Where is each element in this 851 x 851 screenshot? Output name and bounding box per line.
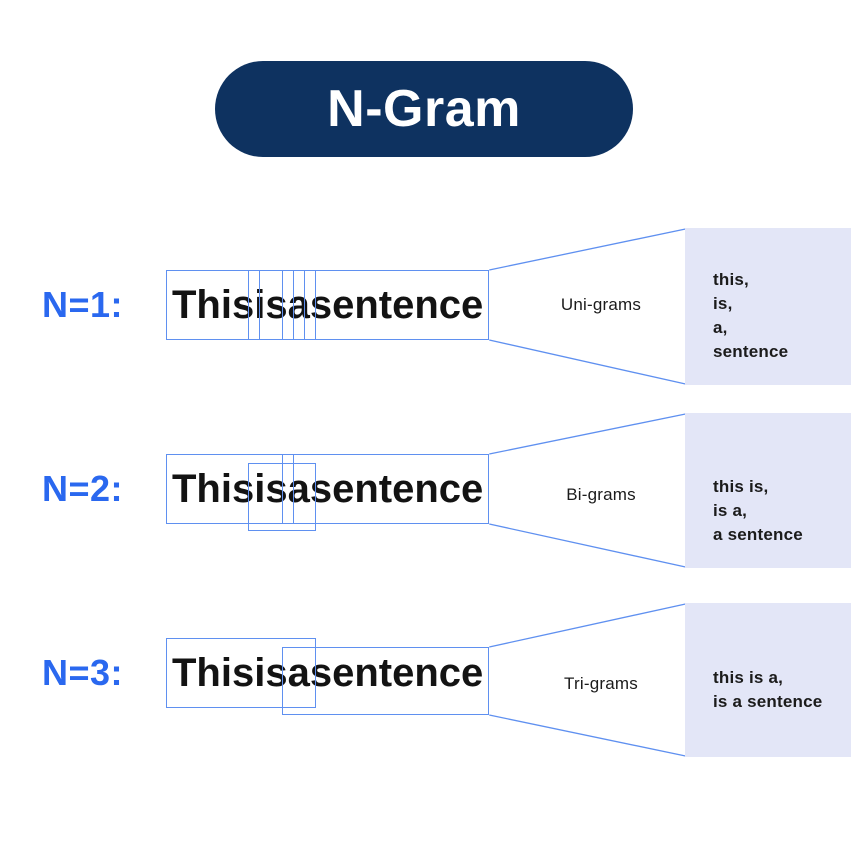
word: This <box>172 650 255 695</box>
output-panel-unigrams: this, is, a, sentence <box>685 228 851 385</box>
output-line: this, <box>713 270 749 289</box>
sentence-text-n3: This is a sentence <box>172 638 483 708</box>
title-pill: N-Gram <box>215 61 633 157</box>
output-panel-trigrams: this is a, is a sentence <box>685 603 851 757</box>
word: sentence <box>309 282 484 327</box>
output-line: is, <box>713 294 733 313</box>
row-label-n1: N=1: <box>42 284 124 325</box>
output-panel-bigrams: this is, is a, a sentence <box>685 413 851 568</box>
output-line: this is a, <box>713 668 784 687</box>
word: sentence <box>309 650 484 695</box>
output-line: is a sentence <box>713 692 823 711</box>
gram-label-bigrams: Bi-grams <box>566 485 636 504</box>
word: This <box>172 466 255 511</box>
word: a <box>287 466 310 511</box>
word: is <box>254 282 288 327</box>
output-line: a, <box>713 318 728 337</box>
gram-label-trigrams: Tri-grams <box>564 674 638 693</box>
row-label-n3: N=3: <box>42 652 124 693</box>
page-title: N-Gram <box>327 80 521 138</box>
word: This <box>172 282 255 327</box>
output-line: is a, <box>713 501 748 520</box>
output-line: this is, <box>713 477 769 496</box>
sentence-text-n2: This is a sentence <box>172 454 483 524</box>
word: is <box>254 650 288 695</box>
output-line: a sentence <box>713 525 803 544</box>
gram-label-unigrams: Uni-grams <box>560 295 642 314</box>
row-label-n2: N=2: <box>42 468 124 509</box>
word: is <box>254 466 288 511</box>
word: a <box>287 650 310 695</box>
word: sentence <box>309 466 484 511</box>
word: a <box>287 282 310 327</box>
output-line: sentence <box>713 342 789 361</box>
sentence-text-n1: This is a sentence <box>172 270 483 340</box>
